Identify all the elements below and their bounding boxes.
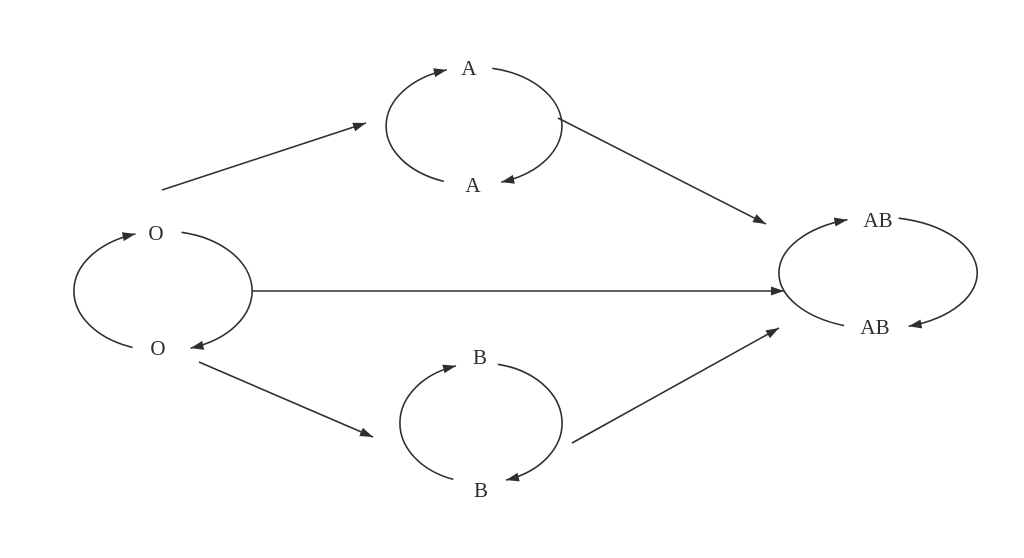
o-loop-right-arc: [181, 231, 253, 350]
ab-bottom-label: AB: [860, 315, 889, 339]
edge-a-to-ab: [557, 117, 767, 225]
b-top-label: B: [473, 345, 487, 369]
a-bottom-label: A: [465, 173, 481, 197]
o-bottom-label: O: [150, 336, 165, 360]
edge-b-to-ab: [571, 327, 780, 444]
b-bottom-label: B: [474, 478, 488, 502]
a-top-label: A: [461, 56, 477, 80]
b-loop-left-arc: [399, 364, 457, 481]
edges: [161, 117, 784, 444]
node-ab-cycle: AB AB: [778, 208, 978, 339]
ab-loop-left-arc: [778, 217, 848, 327]
ab-top-label: AB: [863, 208, 892, 232]
node-o-cycle: O O: [73, 221, 253, 360]
o-loop-left-arc: [73, 232, 136, 349]
node-b-cycle: B B: [399, 345, 563, 502]
node-a-cycle: A A: [385, 56, 563, 197]
o-top-label: O: [148, 221, 163, 245]
b-loop-right-arc: [497, 363, 563, 482]
a-loop-right-arc: [492, 67, 563, 184]
a-loop-left-arc: [385, 68, 447, 183]
edge-o-to-b: [198, 361, 374, 438]
ab-loop-right-arc: [898, 217, 978, 329]
edge-o-to-a: [161, 122, 367, 191]
